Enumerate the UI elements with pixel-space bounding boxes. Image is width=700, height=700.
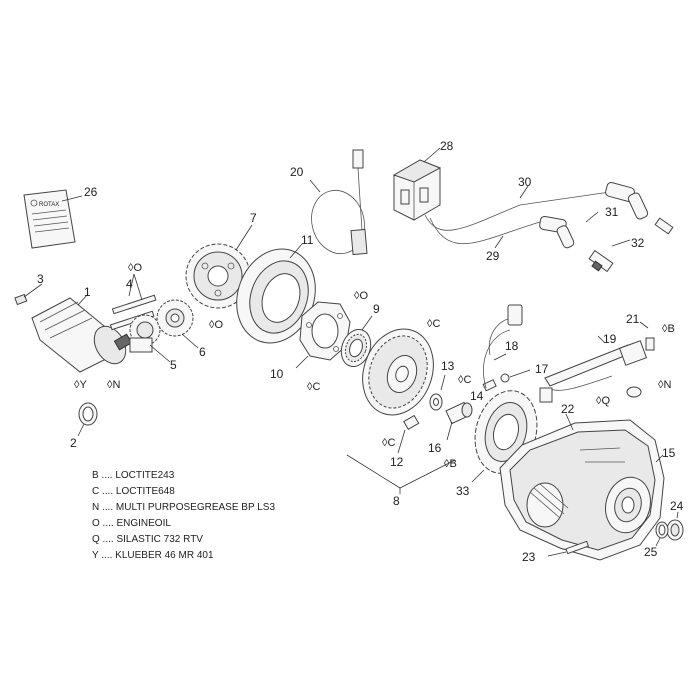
- cover-plug-24: [666, 511, 684, 541]
- callout-10: 10: [270, 367, 284, 381]
- callout-24: 24: [670, 499, 684, 513]
- callout-31: 31: [605, 205, 619, 219]
- callout-4: 4: [126, 277, 133, 291]
- callout-1: 1: [84, 285, 91, 299]
- sleeve-16: [445, 401, 473, 441]
- legend-line: Q .... SILASTIC 732 RTV: [92, 534, 203, 545]
- callout-12: 12: [390, 455, 404, 469]
- callout-33: 33: [456, 484, 470, 498]
- spark-plugs-32: [588, 217, 674, 273]
- material-legend: B .... LOCTITE243 C .... LOCTITE648 N ..…: [92, 470, 275, 561]
- callout-21: 21: [626, 312, 640, 326]
- legend-line: B .... LOCTITE243: [92, 470, 175, 481]
- bolt-21: [639, 321, 655, 351]
- callout-16: 16: [428, 441, 442, 455]
- callout-numbers: 26 3 1 2 4 5 6 7 11 20 28 30 31 29 32 9 …: [37, 139, 684, 564]
- legend-line: O .... ENGINEOIL: [92, 518, 171, 529]
- bolt-14: [482, 379, 497, 392]
- mark-y-1: ◊Y: [74, 379, 87, 391]
- callout-25: 25: [644, 545, 658, 559]
- callout-9: 9: [373, 302, 380, 316]
- mark-n-19: ◊N: [658, 379, 671, 391]
- callout-3: 3: [37, 272, 44, 286]
- callout-23: 23: [522, 550, 536, 564]
- bolt-12: [397, 414, 420, 454]
- callout-20: 20: [290, 165, 304, 179]
- group-bracket-8: [346, 454, 456, 494]
- mark-o-9: ◊O: [354, 290, 368, 302]
- mark-o-4: ◊O: [128, 262, 142, 274]
- grommet-17: [500, 369, 531, 383]
- bolt-23: [547, 540, 590, 557]
- plug-caps-31: [539, 182, 649, 249]
- callout-2: 2: [70, 436, 77, 450]
- callout-26: 26: [84, 185, 98, 199]
- gear-5: [129, 314, 171, 363]
- callout-11: 11: [301, 233, 314, 247]
- legend-line: Y .... KLUEBER 46 MR 401: [92, 550, 214, 561]
- mark-o-6: ◊O: [209, 319, 223, 331]
- mark-n-1: ◊N: [107, 379, 120, 391]
- callout-30: 30: [518, 175, 532, 189]
- mark-c-13: ◊C: [458, 374, 471, 386]
- pickup-sensor-19: [539, 335, 648, 403]
- callout-15: 15: [662, 446, 676, 460]
- generator-cover-15: [499, 413, 665, 561]
- manual-label: ROTAX: [39, 202, 59, 208]
- legend-line: N .... MULTI PURPOSEGREASE BP LS3: [92, 502, 275, 513]
- callout-19: 19: [603, 332, 617, 346]
- mark-b-21: ◊B: [662, 323, 675, 335]
- rotor-8: [362, 328, 434, 416]
- material-marks: ◊O ◊O ◊O ◊C ◊C ◊C ◊C ◊Y ◊N ◊B ◊Q ◊B ◊N: [74, 262, 675, 470]
- mark-b-16: ◊B: [444, 458, 457, 470]
- clutch-flange-10: [295, 301, 351, 369]
- callout-7: 7: [250, 211, 257, 225]
- callout-8: 8: [393, 494, 400, 508]
- mark-c-10: ◊C: [307, 381, 320, 393]
- mark-c-12: ◊C: [382, 437, 395, 449]
- mark-c-8: ◊C: [427, 318, 440, 330]
- bearing-9: [340, 315, 373, 367]
- callout-18: 18: [505, 339, 519, 353]
- connector-18: [488, 304, 523, 361]
- legend-line: C .... LOCTITE648: [92, 486, 175, 497]
- callout-17: 17: [535, 362, 549, 376]
- callout-13: 13: [441, 359, 455, 373]
- washer-13: [429, 374, 446, 411]
- flywheel-ring-11: [236, 243, 316, 344]
- gear-6: [156, 299, 199, 349]
- callout-29: 29: [486, 249, 500, 263]
- callout-28: 28: [440, 139, 454, 153]
- o-ring-25: [655, 521, 669, 547]
- callout-32: 32: [631, 236, 645, 250]
- sensor-cable-20: [309, 149, 368, 256]
- callout-5: 5: [170, 358, 177, 372]
- callout-6: 6: [199, 345, 206, 359]
- starter-motor: [31, 293, 133, 373]
- manual-booklet: ROTAX: [23, 189, 83, 249]
- callout-22: 22: [561, 402, 575, 416]
- o-ring-2: [77, 402, 98, 437]
- mark-q-22: ◊Q: [596, 395, 610, 407]
- screw-3: [14, 283, 43, 306]
- callout-14: 14: [470, 389, 484, 403]
- ignition-coil-28: [392, 147, 442, 221]
- ht-leads: [424, 185, 611, 249]
